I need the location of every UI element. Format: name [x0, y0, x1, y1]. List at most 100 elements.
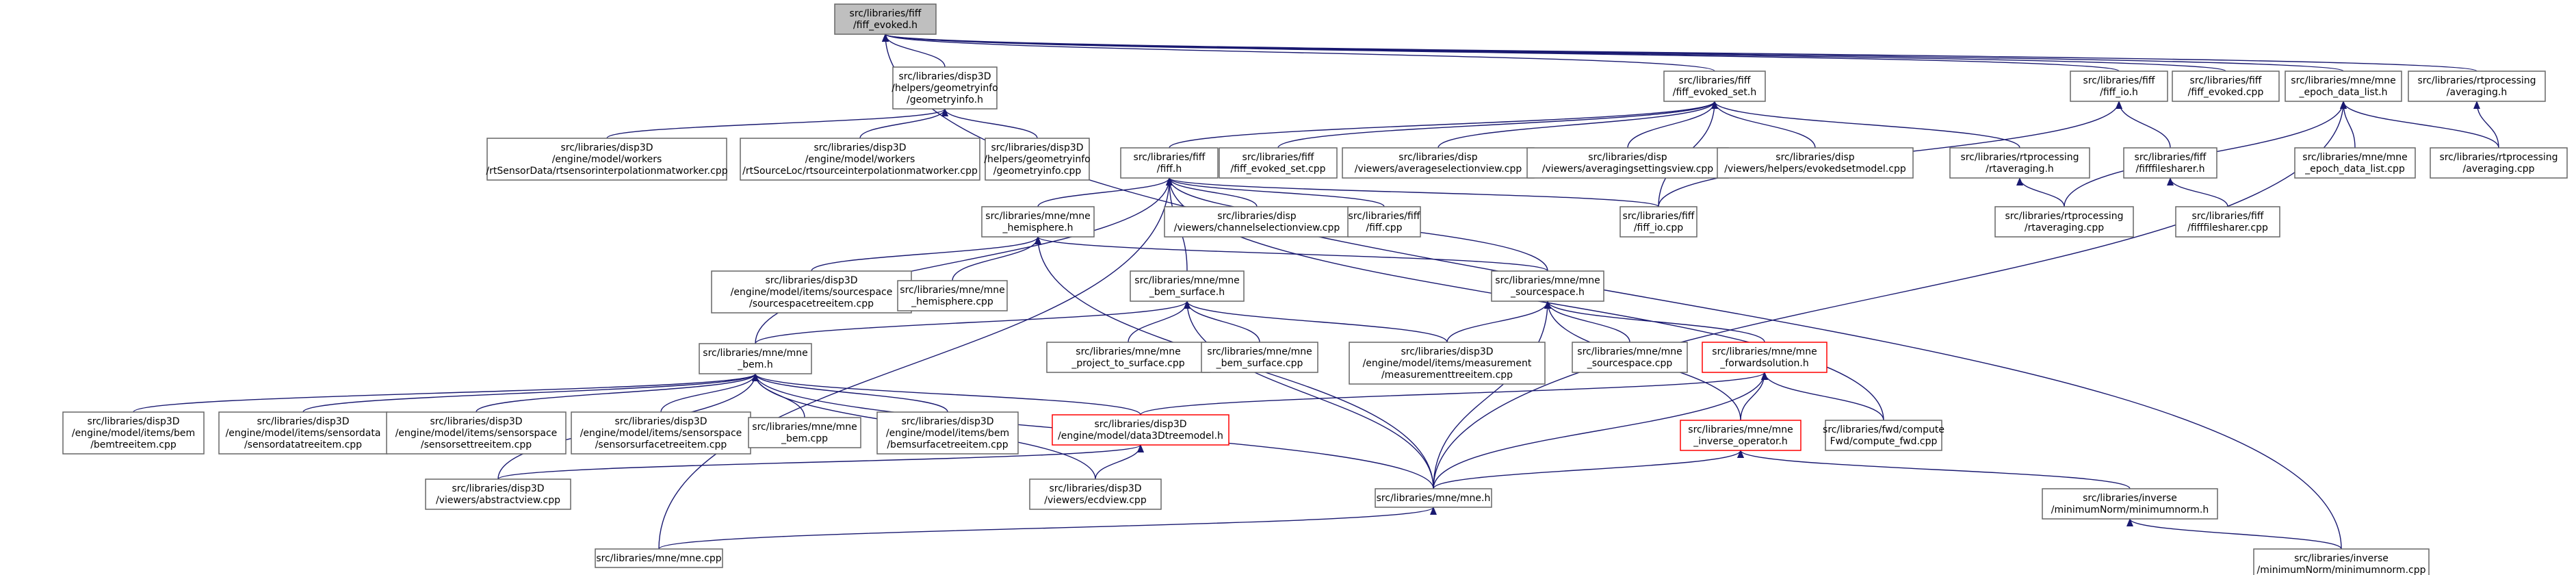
edge-fiff_io_h-to-fiff_evoked_h: [882, 34, 2120, 72]
edge-mne_h-to-mne_sourcespace_h: [1433, 301, 1551, 489]
node-fiff_evoked_set_cpp[interactable]: src/libraries/fiff/fiff_evoked_set.cpp: [1219, 147, 1338, 179]
node-fiff_evoked_cpp[interactable]: src/libraries/fiff/fiff_evoked.cpp: [2172, 71, 2280, 102]
node-compute_fwd_cpp[interactable]: src/libraries/fwd/computeFwd/compute_fwd…: [1823, 420, 1944, 451]
node-minimumnorm_cpp[interactable]: src/libraries/inverse/minimumNorm/minimu…: [2253, 548, 2430, 575]
edge-mne_h-to-mne_inverse_operator_h: [1433, 450, 1744, 489]
node-mne_inverse_operator_h[interactable]: src/libraries/mne/mne_inverse_operator.h: [1680, 420, 1801, 451]
node-mne_bem_surface_h[interactable]: src/libraries/mne/mne_bem_surface.h: [1130, 270, 1245, 302]
node-rtaveraging_h[interactable]: src/libraries/rtprocessing/rtaveraging.h: [1949, 147, 2090, 179]
node-mne_hemisphere_cpp[interactable]: src/libraries/mne/mne_hemisphere.cpp: [897, 280, 1008, 311]
node-label: /engine/model/items/bem: [72, 428, 195, 439]
node-mne_cpp[interactable]: src/libraries/mne/mne.cpp: [595, 548, 723, 568]
node-mne_sourcespace_cpp[interactable]: src/libraries/mne/mne_sourcespace.cpp: [1572, 342, 1688, 373]
node-label: src/libraries/mne/mne: [1577, 346, 1682, 357]
node-fifffilesharer_cpp[interactable]: src/libraries/fiff/fifffilesharer.cpp: [2175, 206, 2280, 238]
node-label: /rtSourceLoc/rtsourceinterpolationmatwor…: [742, 166, 978, 177]
node-fiff_cpp[interactable]: src/libraries/fiff/fiff.cpp: [1347, 206, 1421, 238]
node-fiff_h[interactable]: src/libraries/fiff/fiff.h: [1120, 147, 1219, 179]
node-label: src/libraries/mne/mne: [985, 211, 1090, 222]
node-mne_epoch_data_list_cpp[interactable]: src/libraries/mne/mne_epoch_data_list.cp…: [2294, 147, 2416, 179]
node-fifffilesharer_h[interactable]: src/libraries/fiff/fifffilesharer.h: [2123, 147, 2217, 179]
node-sensorsettreeitem_cpp[interactable]: src/libraries/disp3D/engine/model/items/…: [386, 411, 567, 455]
node-label: src/libraries/disp3D: [87, 416, 179, 427]
edge-abstractview_cpp-to-data3dtreemodel_h: [497, 444, 1144, 480]
node-ecdview_cpp[interactable]: src/libraries/disp3D/viewers/ecdview.cpp: [1029, 478, 1162, 510]
node-project_to_surface_cpp[interactable]: src/libraries/mne/mne_project_to_surface…: [1046, 342, 1210, 373]
node-channelselectionview_cpp[interactable]: src/libraries/disp/viewers/channelselect…: [1164, 206, 1350, 238]
node-label: src/libraries/mne/mne: [2302, 152, 2407, 163]
node-mne_epoch_data_list_h[interactable]: src/libraries/mne/mne_epoch_data_list.h: [2285, 71, 2402, 102]
edge-rtsourceloc_cpp-to-geometryinfo_h: [859, 108, 948, 139]
node-label: src/libraries/mne/mne: [752, 422, 857, 433]
node-data3dtreemodel_h[interactable]: src/libraries/disp3D/engine/model/data3D…: [1052, 414, 1230, 446]
node-label: /bemsurfacetreeitem.cpp: [887, 439, 1008, 450]
node-rtaveraging_cpp[interactable]: src/libraries/rtprocessing/rtaveraging.c…: [1994, 206, 2134, 238]
node-fiff_io_cpp[interactable]: src/libraries/fiff/fiff_io.cpp: [1619, 206, 1697, 238]
node-bemsurfacetreeitem_cpp[interactable]: src/libraries/disp3D/engine/model/items/…: [876, 411, 1019, 455]
node-mne_bem_cpp[interactable]: src/libraries/mne/mne_bem.cpp: [748, 417, 861, 448]
node-mne_bem_h[interactable]: src/libraries/mne/mne_bem.h: [699, 343, 812, 374]
node-fiff_evoked_h[interactable]: src/libraries/fiff/fiff_evoked.h: [834, 3, 937, 35]
node-label: Fwd/compute_fwd.cpp: [1830, 436, 1938, 447]
node-label: src/libraries/disp3D: [257, 416, 349, 427]
node-rtsensorinterp_cpp[interactable]: src/libraries/disp3D/engine/model/worker…: [486, 138, 728, 181]
node-bemtreeitem_cpp[interactable]: src/libraries/disp3D/engine/model/items/…: [62, 411, 205, 455]
node-box: [1219, 147, 1338, 179]
node-mne_h[interactable]: src/libraries/mne/mne.h: [1375, 488, 1492, 508]
node-label: /fiff.h: [1157, 164, 1182, 175]
node-label: _sourcespace.h: [1510, 287, 1585, 298]
node-label: /engine/model/workers: [805, 154, 915, 165]
node-sourcespacetreeitem_cpp[interactable]: src/libraries/disp3D/engine/model/items/…: [711, 270, 912, 314]
node-box: [386, 411, 567, 455]
edge-mne_h-to-mne_bem_surface_h: [1184, 301, 1434, 489]
node-averagingsettingsview_cpp[interactable]: src/libraries/disp/viewers/averagingsett…: [1526, 147, 1729, 179]
node-label: src/libraries/disp3D: [1094, 419, 1186, 430]
node-label: src/libraries/disp3D: [991, 142, 1083, 153]
node-box: [834, 3, 937, 35]
node-fiff_io_h[interactable]: src/libraries/fiff/fiff_io.h: [2070, 71, 2168, 102]
node-box: [2042, 488, 2218, 520]
node-sensordatatreeitem_cpp[interactable]: src/libraries/disp3D/engine/model/items/…: [218, 411, 388, 455]
node-label: src/libraries/rtprocessing: [2439, 152, 2558, 163]
node-label: /fiff_io.h: [2100, 87, 2138, 98]
node-sensorsurfacetreeitem_cpp[interactable]: src/libraries/disp3D/engine/model/items/…: [571, 411, 751, 455]
node-abstractview_cpp[interactable]: src/libraries/disp3D/viewers/abstractvie…: [425, 478, 571, 510]
node-mne_hemisphere_h[interactable]: src/libraries/mne/mne_hemisphere.h: [981, 206, 1095, 238]
node-fiff_evoked_set_h[interactable]: src/libraries/fiff/fiff_evoked_set.h: [1663, 71, 1766, 102]
edge-mne_bem_h-to-fiff_h: [755, 177, 1173, 344]
node-rtprocessing_averaging_cpp[interactable]: src/libraries/rtprocessing/averaging.cpp: [2430, 147, 2568, 179]
node-evokedsetmodel_cpp[interactable]: src/libraries/disp/viewers/helpers/evoke…: [1717, 147, 1914, 179]
node-mne_sourcespace_h[interactable]: src/libraries/mne/mne_sourcespace.h: [1491, 270, 1604, 302]
node-label: /rtaveraging.cpp: [2025, 222, 2104, 233]
node-minimumnorm_h[interactable]: src/libraries/inverse/minimumNorm/minimu…: [2042, 488, 2218, 520]
node-label: /viewers/ecdview.cpp: [1044, 495, 1147, 506]
edge-mne_cpp-to-fiff_h: [658, 177, 1173, 550]
node-geometryinfo_cpp[interactable]: src/libraries/disp3D/helpers/geometryinf…: [984, 138, 1091, 181]
edge-minimumnorm_cpp-to-minimumnorm_h: [2126, 518, 2342, 550]
node-label: src/libraries/disp3D: [614, 416, 707, 427]
node-box: [740, 138, 980, 181]
edge-averageselectionview_cpp-to-fiff_evoked_set_h: [1437, 101, 1718, 149]
node-label: src/libraries/fiff: [1349, 211, 1420, 222]
node-rtprocessing_averaging_h[interactable]: src/libraries/rtprocessing/averaging.h: [2408, 71, 2546, 102]
node-label: src/libraries/fiff: [1679, 75, 1751, 86]
node-mne_forwardsolution_h[interactable]: src/libraries/mne/mne_forwardsolution.h: [1702, 342, 1827, 373]
node-label: _bem.h: [737, 359, 772, 370]
node-label: src/libraries/mne/mne: [1207, 346, 1312, 357]
node-label: /engine/model/items/bem: [886, 428, 1009, 439]
node-mne_bem_surface_cpp[interactable]: src/libraries/mne/mne_bem_surface.cpp: [1201, 342, 1318, 373]
edge-data3dtreemodel_h-to-mne_bem_h: [752, 373, 1141, 416]
edge-fiff_cpp-to-fiff_h: [1166, 177, 1385, 207]
edge-averagingsettingsview_cpp-to-fiff_evoked_set_h: [1627, 101, 1718, 149]
node-averageselectionview_cpp[interactable]: src/libraries/disp/viewers/averageselect…: [1342, 147, 1535, 179]
node-rtsourceloc_cpp[interactable]: src/libraries/disp3D/engine/model/worker…: [740, 138, 980, 181]
node-label: src/libraries/disp3D: [1049, 483, 1141, 494]
edge-geometryinfo_cpp-to-geometryinfo_h: [941, 108, 1038, 139]
edge-mne_h-to-mne_epoch_data_list_h: [1433, 101, 2347, 489]
node-label: /fifffilesharer.cpp: [2187, 222, 2268, 233]
node-label: src/libraries/mne/mne: [703, 348, 807, 359]
node-measurementtreeitem_cpp[interactable]: src/libraries/disp3D/engine/model/items/…: [1349, 342, 1546, 385]
node-geometryinfo_h[interactable]: src/libraries/disp3D/helpers/geometryinf…: [892, 66, 998, 110]
node-label: _project_to_surface.cpp: [1071, 358, 1184, 369]
